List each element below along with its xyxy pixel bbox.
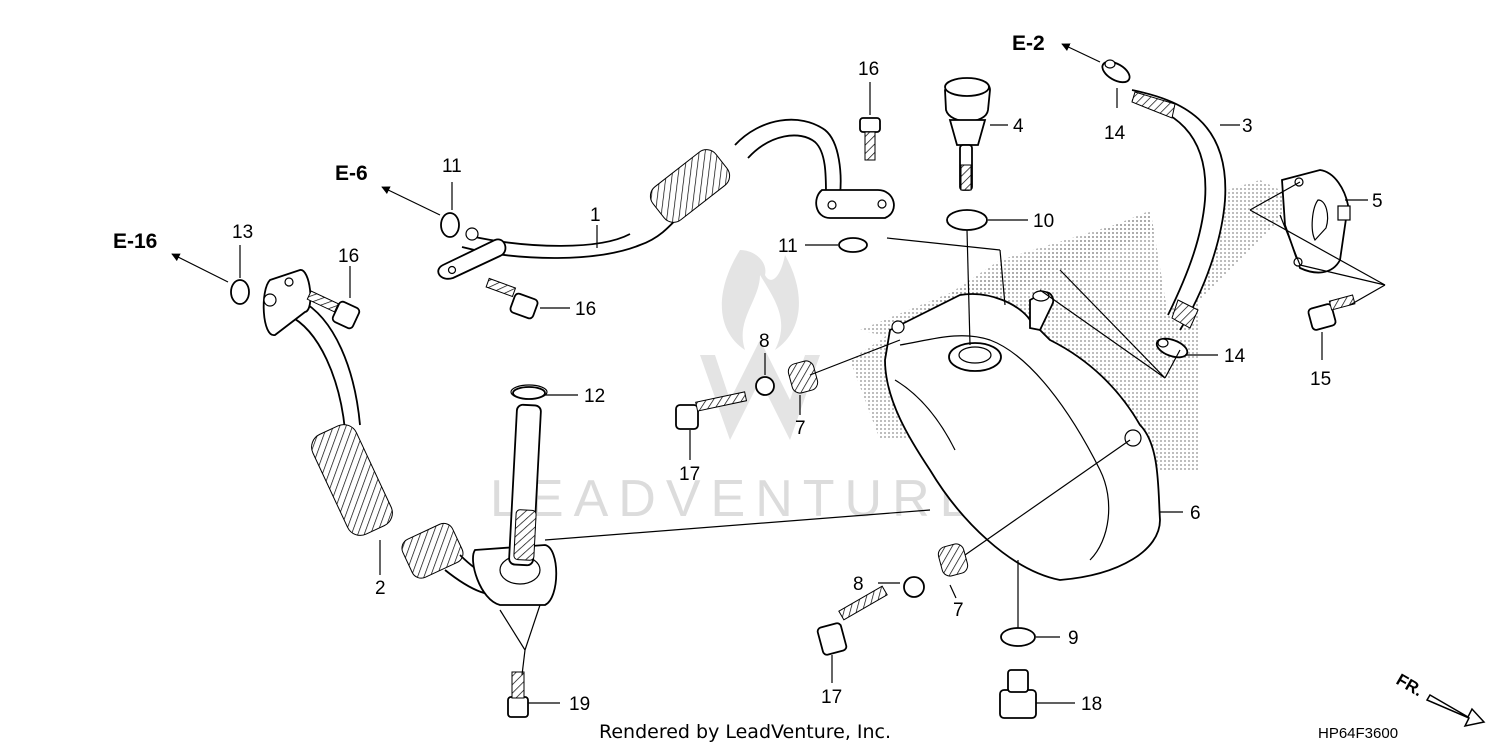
hose-clip-lower [1155,337,1189,359]
callout-18: 18 [1081,694,1102,715]
watermark-logo [700,250,820,440]
oil-tank [884,290,1161,581]
callout-8-upper: 8 [759,331,770,352]
callout-7-upper: 7 [795,418,806,439]
o-ring-13 [230,279,250,305]
callout-10: 10 [1033,211,1054,232]
ref-label-e6: E-6 [335,162,368,185]
direction-label: FR. [1393,670,1426,700]
callout-5: 5 [1372,191,1383,212]
hose-clip-upper [1101,59,1131,84]
callout-17-lower: 17 [821,687,842,708]
tank-bracket [1281,169,1351,274]
oil-pipe-upper [437,118,895,280]
ref-label-e16: E-16 [113,230,157,253]
callout-3: 3 [1242,116,1253,137]
breather-hose [1131,89,1227,331]
callout-11-upper: 11 [442,156,462,177]
callout-4: 4 [1013,116,1024,137]
callout-7-lower: 7 [953,600,964,621]
washer-8-lower [903,576,925,598]
callout-8-lower: 8 [853,574,864,595]
washer-8-upper [755,376,775,396]
callout-16-middle: 16 [575,299,596,320]
bolt-17-upper [675,391,748,430]
watermark-text: LEADVENTURE [490,470,984,528]
arrow-e16 [171,253,229,283]
o-ring-10 [946,209,988,231]
ref-label-e2: E-2 [1012,32,1045,55]
bolt-17-lower [816,585,888,656]
oil-dipstick [944,77,991,191]
front-direction-arrow: FR. [1393,670,1486,728]
bolt-19 [507,671,529,718]
callout-11-lower: 11 [778,236,798,257]
callout-19: 19 [569,694,590,715]
washer-9 [1000,627,1036,647]
arrow-e6 [381,186,441,216]
o-ring-11-lower [838,237,868,253]
grommet-upper [787,360,819,394]
diagram-code: HP64F3600 [1318,725,1398,742]
callout-12: 12 [584,386,605,407]
bolt-16-middle [485,277,539,320]
drain-bolt-18 [999,669,1037,719]
bolt-15 [1307,294,1356,331]
callout-1: 1 [590,205,601,226]
o-ring-12 [512,386,546,400]
callout-13: 13 [232,222,253,243]
callout-16-left: 16 [338,246,359,267]
callout-16-top: 16 [858,59,879,80]
callout-14-lower: 14 [1224,346,1246,367]
o-ring-11-upper [440,212,460,238]
footer-credit: Rendered by LeadVenture, Inc. [599,721,891,743]
callout-6: 6 [1190,503,1201,524]
arrow-e2 [1061,43,1101,63]
grommet-lower [937,543,969,577]
bolt-16-left [306,290,361,330]
bolt-16-top [859,117,881,161]
callout-17-upper: 17 [679,464,700,485]
callout-9: 9 [1068,628,1079,649]
oil-pipe-lower [262,269,558,606]
callout-14-upper: 14 [1104,123,1126,144]
callout-15: 15 [1310,369,1331,390]
callout-2: 2 [375,578,386,599]
leader-lines [239,82,1386,704]
